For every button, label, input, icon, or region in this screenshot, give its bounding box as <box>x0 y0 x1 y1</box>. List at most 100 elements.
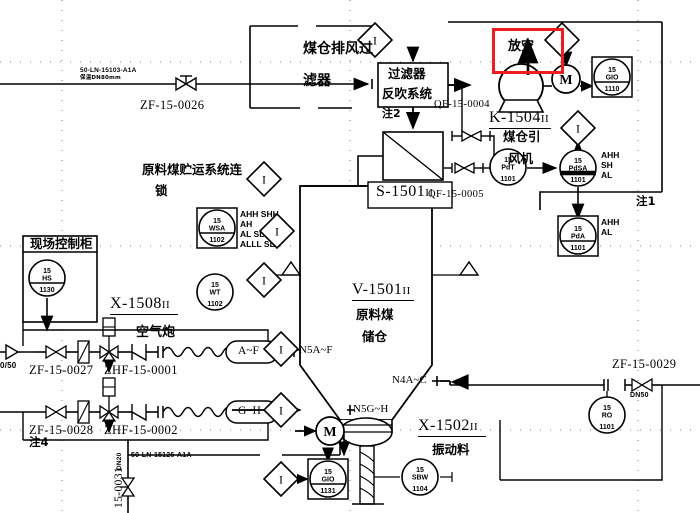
diamond-shape <box>356 21 394 59</box>
interlock-text-line2: 锁 <box>155 183 168 198</box>
instrument-loop: 1102 <box>207 301 222 308</box>
v1501-suffix: II <box>402 285 411 297</box>
size-dn50-left: 0/50 <box>0 361 17 370</box>
interlock-diamond-gio-1131[interactable]: I <box>262 460 300 498</box>
diamond-shape <box>258 212 296 250</box>
alarm-label: AL <box>601 227 612 237</box>
instrument-function: WSA <box>209 226 225 233</box>
valve-tag-15-0031: 15-0031 <box>113 466 125 508</box>
k1504-suffix: II <box>540 113 550 125</box>
k1504-tag: K-1504 <box>489 109 541 126</box>
instrument-function: RO <box>602 413 613 420</box>
filter-box-line2: 反吹系统 <box>382 86 433 101</box>
instrument-circle <box>198 209 236 247</box>
alarm-label: AL <box>601 170 612 180</box>
instrument-area: 15 <box>574 226 582 233</box>
instrument-circle <box>196 273 234 311</box>
valve-tag-zf-0027: ZF-15-0027 <box>29 363 94 377</box>
diamond-shape <box>559 109 597 147</box>
instrument-area: 15 <box>213 218 221 225</box>
instrument-circle <box>593 58 631 96</box>
x1502-suffix: II <box>469 421 479 433</box>
instrument-circle <box>401 458 439 496</box>
instrument-loop: 1110 <box>605 86 620 93</box>
interlock-diamond-wsa-right[interactable]: I <box>258 212 296 250</box>
silo-name-line2: 储仓 <box>362 329 388 344</box>
instrument-function: WT <box>210 290 222 297</box>
vent-label: 放空 <box>508 39 535 54</box>
x1502-underline <box>418 436 486 437</box>
instrument-function: PdSA <box>569 166 588 173</box>
instrument-loop: 1101 <box>599 424 614 431</box>
instrument-circle <box>489 148 527 186</box>
instrument-function: HS <box>42 276 52 283</box>
nozzle-n5a-f: N5A~F <box>299 344 333 356</box>
equipment-tag-s-1501: S-1501II <box>376 184 434 200</box>
diamond-letter: I <box>279 404 283 418</box>
instrument-area: 15 <box>603 405 611 412</box>
instrument-area: 15 <box>504 157 512 164</box>
size-dn50-right: DN50 <box>630 392 649 399</box>
diamond-shape <box>245 261 283 299</box>
valve-tag-zf-0026: ZF-15-0026 <box>140 98 205 112</box>
nozzle-n4a-c: N4A~C <box>392 374 427 386</box>
air-cannon-label: 空气炮 <box>136 325 176 340</box>
fan-name-line1: 煤仓引 <box>503 129 541 144</box>
x1508-underline <box>110 314 178 315</box>
instrument-loop: 1101 <box>570 177 585 184</box>
interlock-diamond-g-h[interactable]: I <box>262 391 300 429</box>
instrument-circle <box>28 259 66 297</box>
s1501-tag: S-1501 <box>376 183 426 200</box>
valve-tag-zf-0029: ZF-15-0029 <box>612 357 677 371</box>
interlock-diamond-a-f[interactable]: I <box>262 330 300 368</box>
filter-box-line1: 过滤器 <box>388 66 426 81</box>
alarm-label: SH <box>601 160 613 170</box>
instrument-loop: 1131 <box>320 488 335 495</box>
diamond-letter: I <box>275 225 279 239</box>
instrument-loop: 1130 <box>39 287 54 294</box>
filter-title-line1: 煤仓排风过 <box>303 41 373 57</box>
instrument-area: 15 <box>574 158 582 165</box>
instrument-circle <box>309 460 347 498</box>
instrument-loop: 1101 <box>570 245 585 252</box>
k1504-underline <box>489 128 551 129</box>
diamond-shape <box>262 391 300 429</box>
instrument-loop: 1104 <box>412 486 427 493</box>
diamond-letter: I <box>576 122 580 136</box>
interlock-diamond-silo[interactable]: I <box>245 160 283 198</box>
instrument-function: PdT <box>501 165 515 172</box>
alarm-label: AHH <box>601 217 619 227</box>
valve-tag-zf-0028: ZF-15-0028 <box>29 423 94 437</box>
valve-tag-qf-0004: QF-15-0004 <box>434 99 490 110</box>
motor-feeder-x1502[interactable]: M <box>315 416 345 446</box>
note-2: 注2 <box>382 107 401 120</box>
v1501-tag: V-1501 <box>352 281 403 298</box>
note-1: 注1 <box>636 194 656 208</box>
interlock-diamond-filter[interactable]: I <box>356 21 394 59</box>
pipe-code-15126: 50-LN-15126-A1A <box>131 452 192 459</box>
vent-highlight-box[interactable] <box>492 28 564 74</box>
interlock-diamond-wsa-down[interactable]: I <box>245 261 283 299</box>
instrument-area: 15 <box>608 67 616 74</box>
instrument-area: 15 <box>43 268 51 275</box>
pipe-code-15103-sub: 保温DN80mm <box>80 75 121 81</box>
x1508-suffix: II <box>161 299 171 311</box>
s1501-suffix: II <box>425 187 434 199</box>
valve-tag-zhf-0001: ZHF-15-0001 <box>104 363 178 377</box>
interlock-diamond-pdsa[interactable]: I <box>559 109 597 147</box>
motor-letter: M <box>323 425 336 440</box>
x1502-tag: X-1502 <box>418 417 470 434</box>
